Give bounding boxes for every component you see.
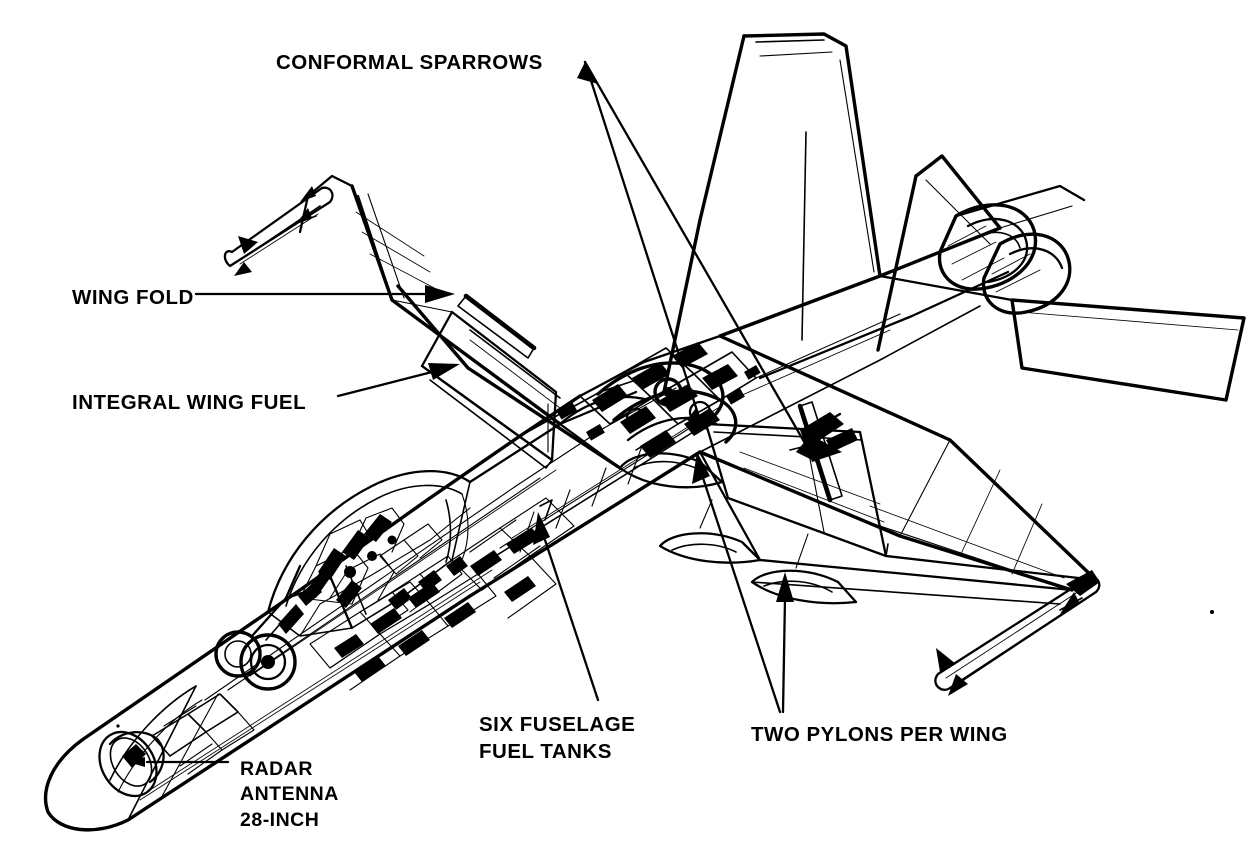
right-wing [698, 334, 1098, 592]
engine-nozzles [937, 203, 1072, 315]
conformal-sparrow-missiles [618, 412, 858, 562]
callout-radar-antenna-line-1: RADAR [240, 758, 313, 780]
callout-six-fuselage-fuel-tanks-line-1: SIX FUSELAGE [479, 713, 636, 736]
right-wingtip-missile [934, 570, 1101, 696]
right-wing-pylons [658, 499, 858, 605]
callout-two-pylons-per-wing: TWO PYLONS PER WING [751, 723, 1008, 746]
left-wingtip-missile [223, 186, 334, 276]
callout-integral-wing-fuel: INTEGRAL WING FUEL [72, 391, 307, 414]
engine-bay-detail [556, 342, 761, 458]
horizontal-stabilizers [878, 184, 1246, 402]
radar-antenna-assembly [98, 693, 255, 798]
left-wing [298, 174, 622, 470]
aircraft-body [43, 32, 1246, 832]
callout-radar-antenna-line-2: ANTENNA [240, 783, 339, 806]
callout-radar-antenna-line-3: 28-INCH [240, 808, 320, 831]
callout-six-fuselage-fuel-tanks: SIX FUSELAGE FUEL TANKS [479, 712, 635, 765]
callout-radar-antenna: RADAR ANTENNA 28-INCH [240, 757, 339, 833]
callout-wing-fold: WING FOLD [72, 286, 194, 309]
nose-landing-gear [214, 564, 322, 691]
callout-conformal-sparrows: CONFORMAL SPARROWS [276, 51, 543, 74]
vertical-tails [662, 32, 1002, 394]
callout-six-fuselage-fuel-tanks-line-2: FUEL TANKS [479, 739, 612, 763]
